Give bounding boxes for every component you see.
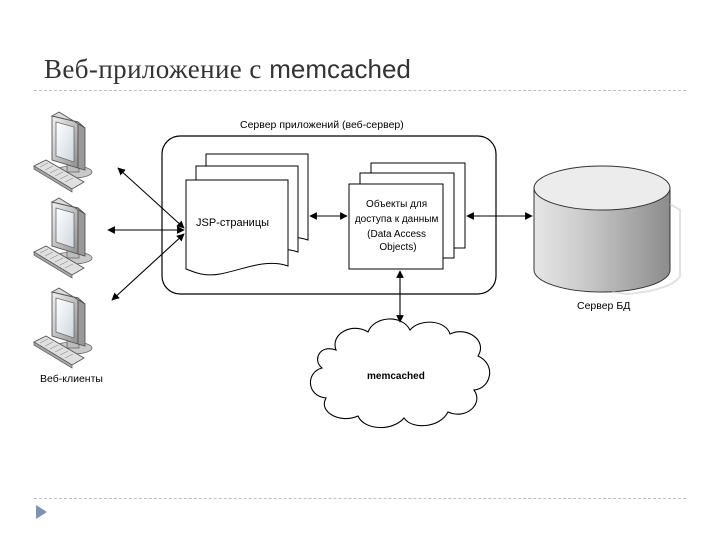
slide-bullet-arrow-icon [36, 505, 47, 519]
client-computer-1-icon [33, 111, 93, 193]
client-computer-2-icon [33, 197, 93, 279]
dao-label-line-3: (Data Access [367, 229, 426, 240]
client-3-connector [111, 233, 185, 301]
dao-label-line-4: Objects) [379, 242, 416, 253]
slide-title-latin: memcached [269, 54, 411, 84]
jsp-label: JSP-страницы [196, 217, 269, 229]
app-server-label: Сервер приложений (веб-сервер) [240, 119, 404, 131]
memcached-cloud-icon [309, 318, 491, 429]
dao-label-line-2: доступа к данным [355, 214, 439, 225]
dao-objects-stack: Объекты для доступа к данным (Data Acces… [348, 162, 466, 270]
db-server-label: Сервер БД [577, 300, 630, 312]
client-computer-3-icon [33, 287, 93, 369]
database-cylinder-icon [533, 165, 681, 296]
client-1-connector [117, 167, 185, 229]
clients-label: Веб-клиенты [40, 373, 103, 385]
slide-title-cyrillic: Веб-приложение с [44, 54, 262, 84]
jsp-pages-stack: JSP-страницы [185, 153, 309, 276]
dao-label-line-1: Объекты для [366, 198, 427, 210]
slide-title: Веб-приложение с memcached [44, 52, 411, 86]
footer-divider [34, 498, 686, 499]
dao-label: Объекты для доступа к данным (Data Acces… [355, 198, 441, 253]
memcached-label: memcached [367, 371, 425, 382]
title-divider [34, 90, 686, 91]
